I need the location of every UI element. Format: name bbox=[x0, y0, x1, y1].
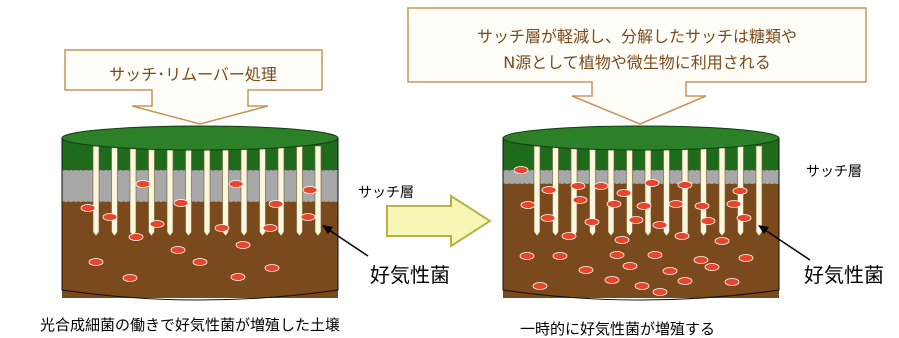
bacteria-dot bbox=[302, 186, 318, 194]
bacteria-dot bbox=[532, 282, 548, 290]
bacteria-dot bbox=[102, 213, 118, 221]
right-thatch-label: サッチ層 bbox=[806, 164, 862, 180]
right-bacteria-label: 好気性菌 bbox=[804, 263, 884, 287]
bacteria-dot bbox=[628, 216, 644, 224]
bacteria-dot bbox=[616, 189, 632, 197]
bacteria-dot bbox=[662, 267, 678, 275]
bacteria-dot bbox=[738, 254, 754, 262]
bacteria-dot bbox=[300, 213, 316, 221]
left-caption: 光合成細菌の働きで好気性菌が増殖した土壌 bbox=[40, 316, 340, 334]
right-callout-line1: サッチ層が軽減し、分解したサッチは糖類や bbox=[477, 27, 797, 46]
bacteria-dot bbox=[668, 200, 684, 208]
process-arrow bbox=[386, 194, 492, 248]
bacteria-dot bbox=[677, 181, 693, 189]
bacteria-dot bbox=[647, 251, 663, 259]
right-callout: サッチ層が軽減し、分解したサッチは糖類や N源として植物や微生物に利用される bbox=[407, 7, 867, 125]
spike-tine bbox=[129, 145, 137, 237]
spike-tine bbox=[296, 145, 303, 237]
spike-tine bbox=[718, 145, 726, 237]
spike-tine bbox=[222, 145, 229, 237]
spike-tine bbox=[570, 145, 578, 237]
bacteria-dot bbox=[519, 252, 535, 260]
bacteria-dot bbox=[693, 256, 709, 264]
right-caption: 一時的に好気性菌が増殖する bbox=[520, 320, 715, 338]
bacteria-dot bbox=[652, 288, 668, 296]
bacteria-dot bbox=[170, 246, 186, 254]
left-soil-cylinder bbox=[61, 125, 339, 301]
bacteria-dot bbox=[609, 251, 625, 259]
spike-tine bbox=[185, 145, 192, 237]
bacteria-dot bbox=[674, 232, 690, 240]
left-callout: サッチ･リムーバー処理 bbox=[64, 49, 323, 125]
left-bacteria-label: 好気性菌 bbox=[370, 263, 450, 287]
bacteria-dot bbox=[149, 220, 165, 228]
bacteria-dot bbox=[593, 182, 609, 190]
bacteria-dot bbox=[604, 276, 620, 284]
bacteria-dot bbox=[704, 263, 720, 271]
bacteria-dot bbox=[570, 182, 586, 190]
bacteria-dot bbox=[552, 252, 568, 260]
bacteria-dot bbox=[724, 278, 740, 286]
bacteria-dot bbox=[135, 180, 151, 188]
bacteria-dot bbox=[128, 233, 144, 241]
bacteria-dot bbox=[694, 202, 710, 210]
bacteria-dot bbox=[80, 204, 96, 212]
bacteria-dot bbox=[264, 264, 280, 272]
bacteria-dot bbox=[173, 199, 189, 207]
bacteria-dot bbox=[122, 274, 138, 282]
bacteria-dot bbox=[677, 277, 693, 285]
bacteria-dot bbox=[513, 166, 529, 174]
bacteria-dot bbox=[214, 224, 230, 232]
bacteria-dot bbox=[230, 273, 246, 281]
bacteria-dot bbox=[614, 236, 630, 244]
bacteria-dot bbox=[541, 186, 557, 194]
bacteria-dot bbox=[540, 214, 556, 222]
spike-tine bbox=[607, 145, 615, 237]
bacteria-dot bbox=[228, 180, 244, 188]
center-thatch-label: サッチ層 bbox=[358, 185, 414, 201]
spike-tine bbox=[644, 145, 652, 237]
spike-tine bbox=[92, 145, 100, 237]
left-bacteria-pointer bbox=[322, 225, 369, 257]
spike-tine bbox=[533, 145, 541, 237]
right-callout-line2: N源として植物や微生物に利用される bbox=[503, 53, 771, 72]
spike-tine bbox=[259, 145, 266, 237]
spike-tine bbox=[166, 145, 174, 237]
bacteria-dot bbox=[652, 221, 668, 229]
bacteria-dot bbox=[520, 201, 536, 209]
spike-tine bbox=[203, 145, 211, 237]
spike-tine bbox=[240, 145, 248, 237]
bacteria-dot bbox=[644, 179, 660, 187]
bacteria-dot bbox=[88, 258, 104, 266]
bacteria-dot bbox=[714, 237, 730, 245]
spike-tine bbox=[277, 145, 285, 237]
right-bacteria-pointer bbox=[758, 225, 811, 261]
bacteria-dot bbox=[634, 282, 650, 290]
bacteria-dot bbox=[606, 200, 622, 208]
right-soil-cylinder bbox=[502, 125, 780, 301]
bacteria-dot bbox=[584, 218, 600, 226]
bacteria-dot bbox=[578, 266, 594, 274]
bacteria-dot bbox=[192, 258, 208, 266]
bacteria-dot bbox=[561, 232, 577, 240]
bacteria-dot bbox=[700, 217, 716, 225]
bacteria-dot bbox=[622, 262, 638, 270]
spike-tine bbox=[681, 145, 689, 237]
bacteria-dot bbox=[736, 214, 752, 222]
spike-tine bbox=[755, 145, 763, 237]
bacteria-dot bbox=[262, 224, 278, 232]
bacteria-dot bbox=[572, 196, 588, 204]
bacteria-dot bbox=[235, 241, 251, 249]
bacteria-dot bbox=[726, 200, 742, 208]
bacteria-dot bbox=[636, 202, 652, 210]
bacteria-dot bbox=[732, 187, 748, 195]
spike-tine bbox=[111, 145, 118, 237]
bacteria-dot bbox=[268, 200, 284, 208]
left-callout-text: サッチ･リムーバー処理 bbox=[109, 65, 277, 84]
